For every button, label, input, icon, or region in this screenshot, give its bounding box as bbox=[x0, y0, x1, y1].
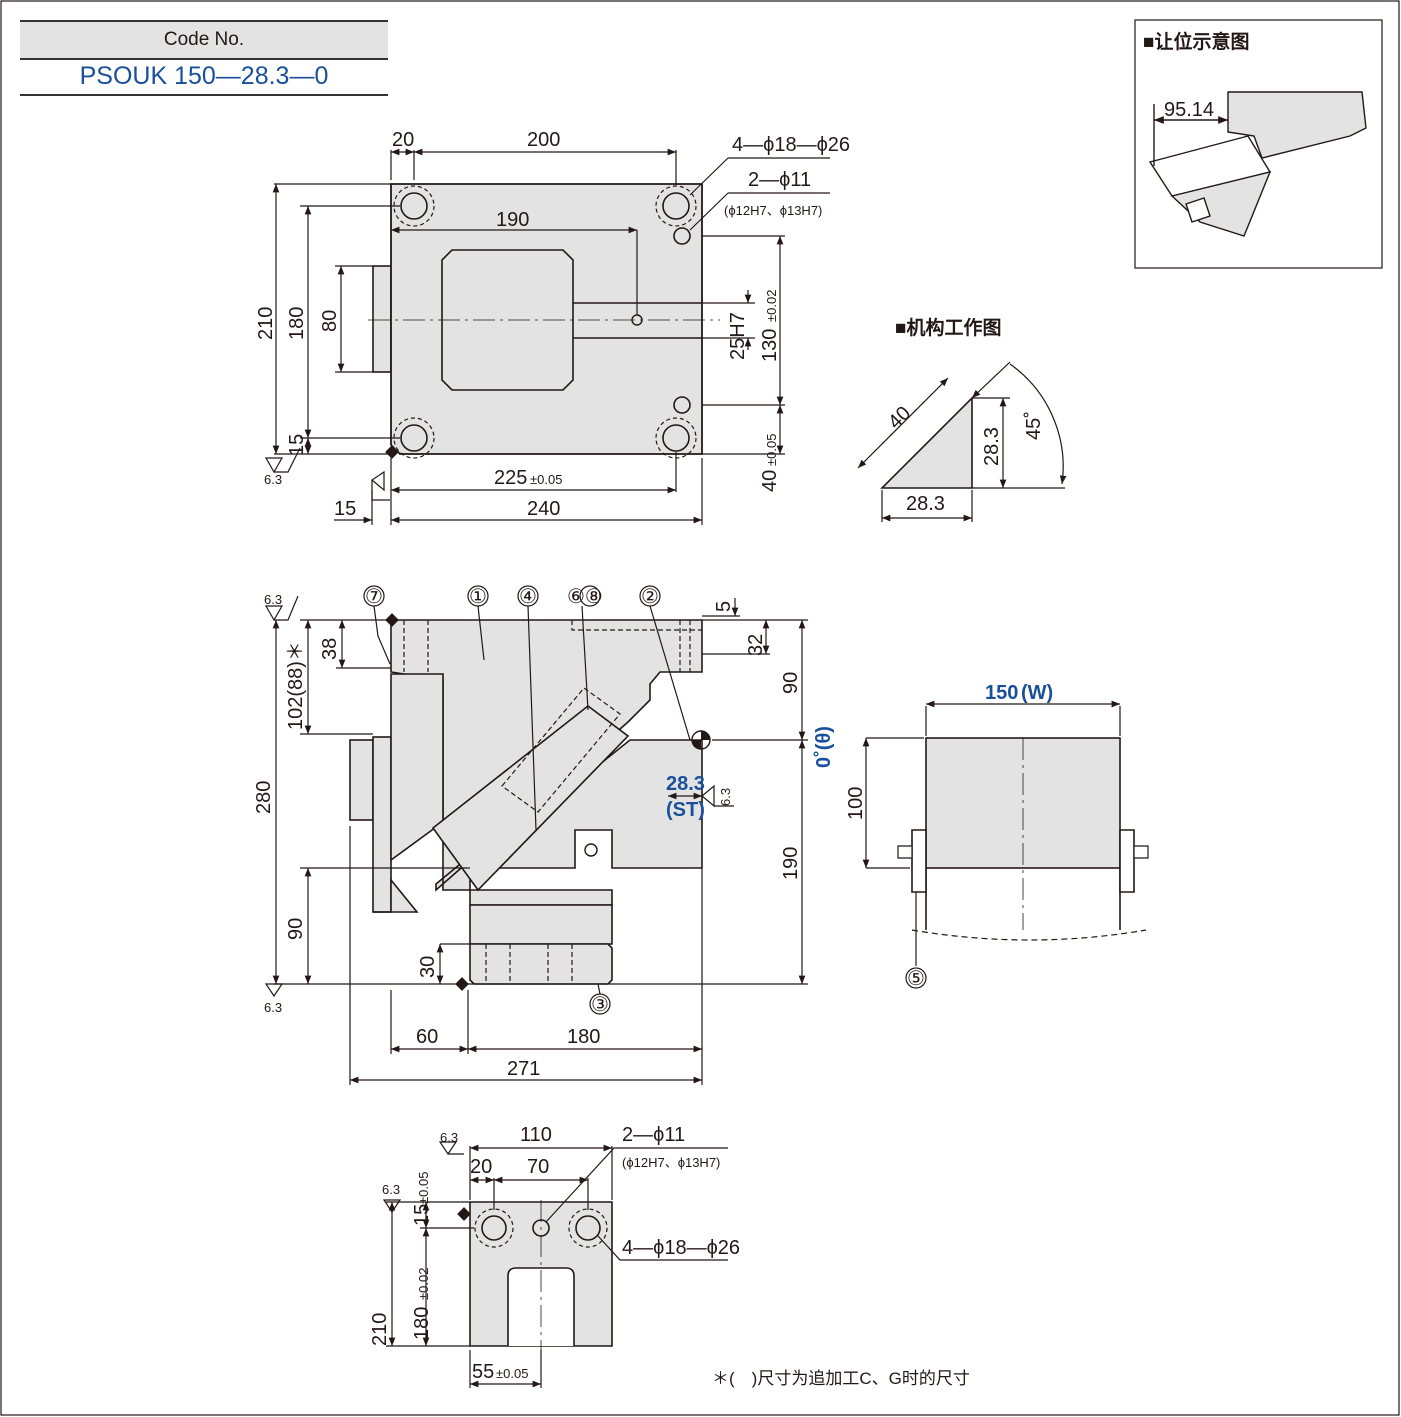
svg-text:■让位示意图: ■让位示意图 bbox=[1143, 30, 1249, 53]
svg-text:6.3: 6.3 bbox=[264, 592, 282, 607]
svg-text:20: 20 bbox=[392, 129, 414, 151]
svg-text:15: 15 bbox=[411, 1204, 433, 1226]
svg-text:190: 190 bbox=[780, 847, 802, 880]
svg-text:4—ϕ18—ϕ26: 4—ϕ18—ϕ26 bbox=[622, 1237, 740, 1259]
svg-text:90: 90 bbox=[780, 672, 802, 694]
svg-text:③: ③ bbox=[591, 994, 609, 1016]
svg-text:180: 180 bbox=[567, 1026, 600, 1048]
front-view bbox=[264, 585, 924, 1085]
svg-text:100: 100 bbox=[845, 787, 867, 820]
svg-text:±0.05: ±0.05 bbox=[496, 1366, 528, 1381]
svg-text:15: 15 bbox=[334, 498, 356, 520]
front-view-labels: 280 102(88)＊ 38 90 30 5 32 90 190 0˚(θ) … bbox=[253, 586, 835, 1080]
svg-text:55: 55 bbox=[472, 1361, 494, 1383]
svg-text:30: 30 bbox=[417, 956, 439, 978]
mechanism-diagram: ■机构工作图 40 28.3 28.3 45˚ bbox=[857, 316, 1065, 522]
top-view bbox=[264, 148, 830, 525]
svg-text:210: 210 bbox=[369, 1313, 391, 1346]
svg-text:2—ϕ11: 2—ϕ11 bbox=[748, 169, 811, 191]
top-view-side-block bbox=[372, 265, 392, 373]
svg-text:2—ϕ11: 2—ϕ11 bbox=[622, 1124, 685, 1146]
svg-text:⑦: ⑦ bbox=[365, 586, 383, 608]
svg-text:20: 20 bbox=[470, 1156, 492, 1178]
svg-text:(ϕ12H7、ϕ13H7): (ϕ12H7、ϕ13H7) bbox=[622, 1155, 720, 1170]
side-view bbox=[862, 700, 1149, 989]
svg-text:38: 38 bbox=[319, 638, 341, 660]
svg-text:6.3: 6.3 bbox=[264, 1000, 282, 1015]
svg-text:40: 40 bbox=[759, 470, 781, 492]
svg-text:⑥⑧: ⑥⑧ bbox=[567, 586, 603, 608]
svg-text:25H7: 25H7 bbox=[727, 312, 749, 360]
svg-text:±0.05: ±0.05 bbox=[530, 472, 562, 487]
svg-text:90: 90 bbox=[285, 918, 307, 940]
svg-text:240: 240 bbox=[527, 498, 560, 520]
svg-text:190: 190 bbox=[496, 209, 529, 231]
svg-text:4—ϕ18—ϕ26: 4—ϕ18—ϕ26 bbox=[732, 134, 850, 156]
svg-text:0˚(θ): 0˚(θ) bbox=[812, 726, 835, 768]
code-value: PSOUK 150—28.3—0 bbox=[20, 58, 388, 96]
svg-text:±0.02: ±0.02 bbox=[764, 290, 779, 322]
svg-text:④: ④ bbox=[519, 586, 537, 608]
svg-text:271: 271 bbox=[507, 1058, 540, 1080]
svg-text:102(88)＊: 102(88)＊ bbox=[285, 641, 307, 730]
svg-text:110: 110 bbox=[520, 1124, 552, 1146]
svg-text:180: 180 bbox=[411, 1307, 433, 1340]
svg-text:①: ① bbox=[469, 586, 487, 608]
svg-text:28.3: 28.3 bbox=[666, 773, 705, 795]
svg-text:32: 32 bbox=[745, 634, 767, 656]
svg-text:210: 210 bbox=[255, 307, 277, 340]
svg-text:70: 70 bbox=[527, 1156, 549, 1178]
svg-text:6.3: 6.3 bbox=[718, 788, 733, 806]
svg-text:45˚: 45˚ bbox=[1023, 411, 1045, 440]
part-balloons bbox=[363, 585, 661, 1015]
top-view-labels: 20 200 190 225 ±0.05 240 15 4—ϕ18—ϕ26 2—… bbox=[255, 129, 850, 520]
svg-text:180: 180 bbox=[286, 307, 308, 340]
svg-text:280: 280 bbox=[253, 781, 275, 814]
svg-text:15: 15 bbox=[286, 434, 308, 456]
bottom-view bbox=[382, 1141, 728, 1388]
clearance-inset: ■让位示意图 95.14 bbox=[1134, 19, 1383, 269]
svg-text:⑤: ⑤ bbox=[907, 968, 925, 990]
svg-text:60: 60 bbox=[416, 1026, 438, 1048]
svg-text:80: 80 bbox=[319, 310, 341, 332]
svg-text:(ST): (ST) bbox=[666, 799, 705, 821]
svg-text:(W): (W) bbox=[1021, 682, 1053, 704]
svg-text:6.3: 6.3 bbox=[440, 1130, 458, 1145]
code-header: Code No. bbox=[20, 20, 388, 60]
svg-text:6.3: 6.3 bbox=[264, 472, 282, 487]
svg-text:(ϕ12H7、ϕ13H7): (ϕ12H7、ϕ13H7) bbox=[724, 203, 822, 218]
svg-text:5: 5 bbox=[713, 601, 735, 612]
svg-text:6.3: 6.3 bbox=[382, 1182, 400, 1197]
bottom-view-labels: 110 20 70 2—ϕ11 (ϕ12H7、ϕ13H7) 4—ϕ18—ϕ26 … bbox=[369, 1124, 740, 1383]
svg-text:225: 225 bbox=[494, 467, 527, 489]
svg-text:40: 40 bbox=[884, 402, 915, 433]
top-view-pocket bbox=[441, 249, 574, 391]
svg-text:■机构工作图: ■机构工作图 bbox=[895, 316, 1001, 339]
side-view-labels: 150 (W) 100 ⑤ bbox=[845, 682, 1053, 990]
svg-text:130: 130 bbox=[759, 329, 781, 362]
svg-text:±0.05: ±0.05 bbox=[764, 434, 779, 466]
svg-text:±0.05: ±0.05 bbox=[416, 1172, 431, 1204]
hole-marks bbox=[393, 185, 697, 459]
svg-text:95.14: 95.14 bbox=[1164, 99, 1214, 121]
svg-text:②: ② bbox=[641, 586, 659, 608]
svg-text:200: 200 bbox=[527, 129, 560, 151]
svg-text:28.3: 28.3 bbox=[906, 493, 945, 515]
svg-text:28.3: 28.3 bbox=[981, 427, 1003, 466]
svg-text:150: 150 bbox=[985, 682, 1018, 704]
svg-text:±0.02: ±0.02 bbox=[416, 1268, 431, 1300]
footnote: ＊( )尺寸为追加工C、G时的尺寸 bbox=[712, 1369, 970, 1388]
